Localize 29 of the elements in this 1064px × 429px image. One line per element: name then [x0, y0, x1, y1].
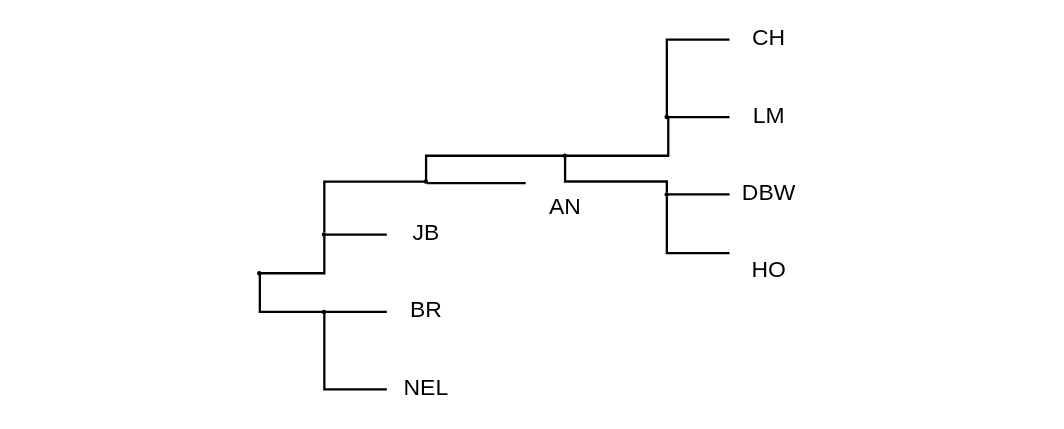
- connector: [325, 233, 387, 236]
- connector: [563, 157, 668, 193]
- node-text: BR: [409, 296, 442, 323]
- node-text: CH: [751, 24, 785, 51]
- node-point: [321, 309, 326, 315]
- connector: [668, 115, 730, 119]
- node-text: HO: [750, 256, 786, 283]
- node-text: LM: [752, 101, 784, 128]
- connector: [566, 117, 669, 157]
- node-point: [423, 179, 428, 184]
- connector: [665, 38, 730, 116]
- node-point: [256, 271, 262, 276]
- node-text: DBW: [741, 178, 795, 205]
- connector: [665, 196, 730, 255]
- connector: [258, 274, 322, 314]
- connector: [325, 310, 387, 314]
- connector: [322, 313, 387, 391]
- connector: [260, 236, 325, 275]
- connector: [322, 180, 424, 233]
- node-text: AN: [548, 193, 581, 220]
- connector: [424, 154, 563, 180]
- node-point: [562, 153, 567, 158]
- node-text: JB: [411, 219, 439, 246]
- connector: [668, 193, 730, 196]
- node-point: [663, 192, 669, 197]
- connector: [426, 181, 526, 185]
- node-point: [321, 232, 326, 237]
- node-text: NEL: [403, 373, 448, 400]
- node-point: [663, 114, 669, 120]
